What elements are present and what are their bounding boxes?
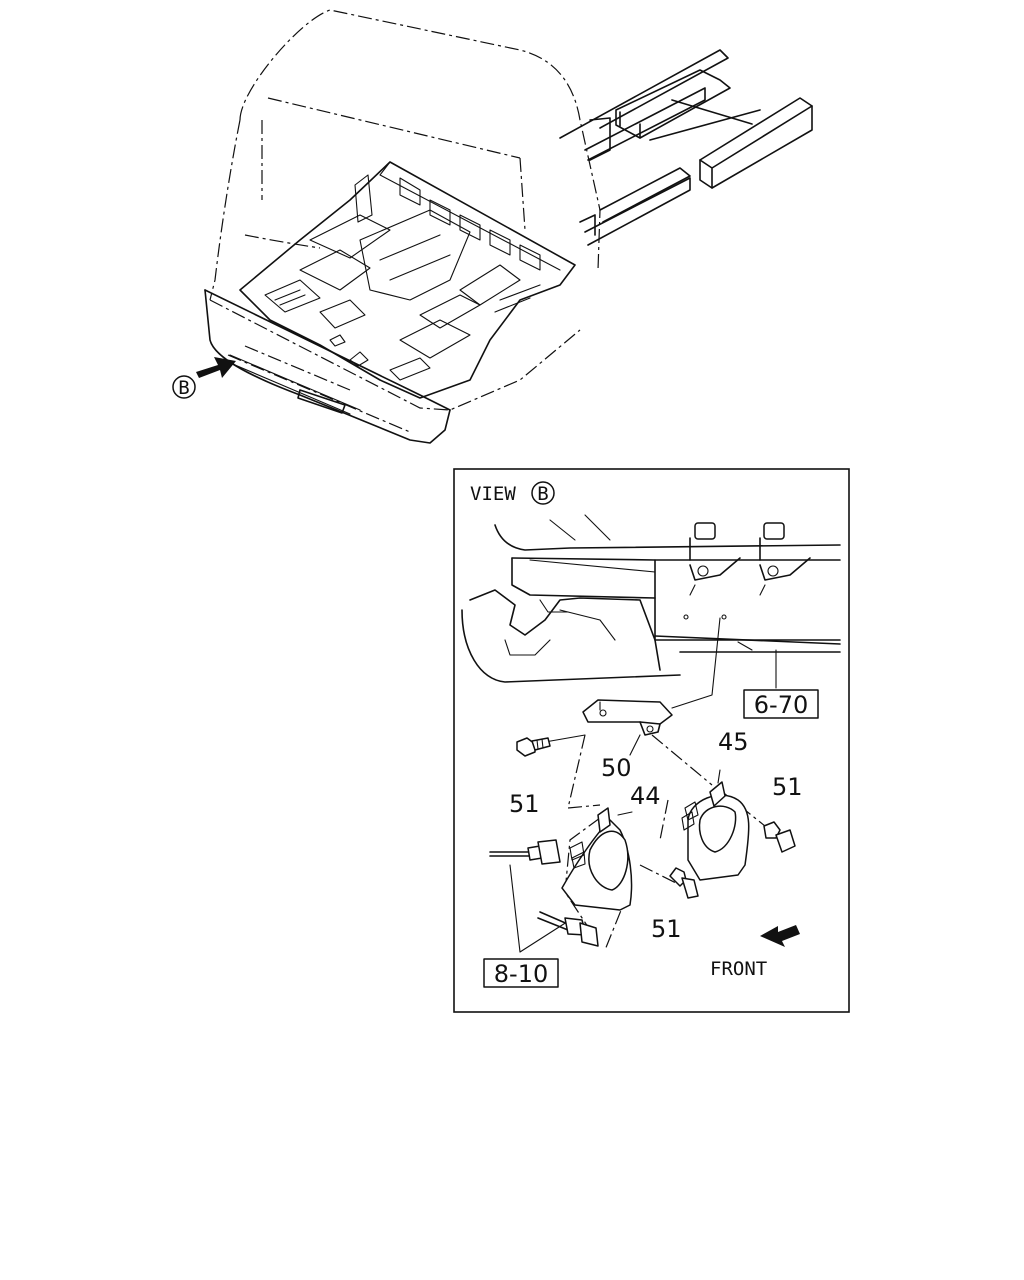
frame-left (461, 589, 681, 683)
callout-50: 50 (601, 754, 632, 782)
view-title: VIEW (470, 483, 516, 505)
callout-44: 44 (630, 782, 661, 810)
callout-51-mid: 51 (651, 915, 682, 943)
ref-box-6-70[interactable] (743, 689, 819, 719)
harness-connector-lower (537, 911, 599, 947)
view-title-marker-circle (531, 481, 555, 505)
harness-connector-upper (489, 839, 561, 865)
view-b-marker: B (178, 377, 189, 399)
cab-floor-panel (239, 161, 576, 399)
horn-44 (561, 807, 633, 911)
ref-8-10[interactable]: 8-10 (494, 960, 548, 988)
bolt-51-mid (669, 867, 699, 899)
ref-6-70[interactable]: 6-70 (754, 691, 808, 719)
front-label: FRONT (710, 958, 767, 980)
horn-45 (681, 781, 750, 881)
chassis-frame (559, 49, 813, 246)
mounting-bracket-50 (582, 699, 673, 736)
cab-outline (209, 9, 601, 433)
bolt-51-left (516, 737, 551, 757)
front-bumper (204, 289, 451, 444)
callout-51-left: 51 (509, 790, 540, 818)
cab-overview: B (172, 9, 813, 444)
view-title-marker: B (537, 483, 548, 505)
bolt-51-right (763, 821, 796, 853)
ref-box-8-10[interactable] (483, 958, 559, 988)
view-b-marker-circle (172, 375, 196, 399)
view-b-detail: VIEW B (453, 468, 850, 1013)
front-arrow (760, 925, 800, 947)
callout-51-right: 51 (772, 773, 803, 801)
callout-45: 45 (718, 728, 749, 756)
cross-member (494, 514, 841, 653)
view-b-arrow: B (172, 357, 236, 399)
